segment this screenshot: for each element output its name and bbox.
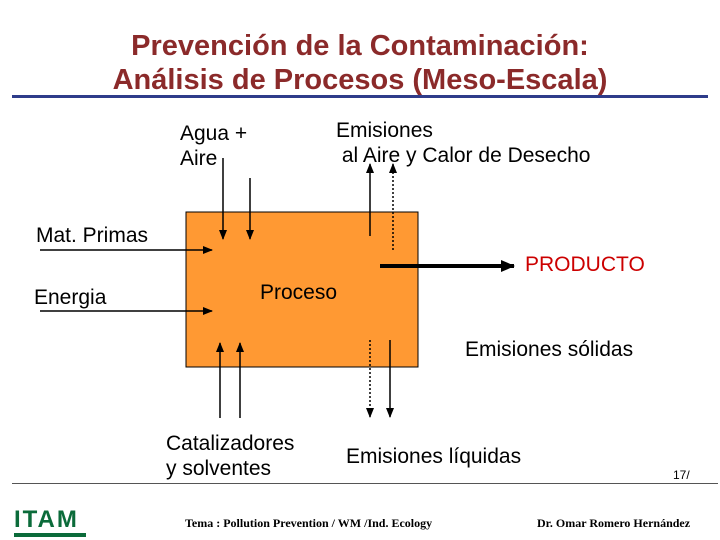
page-number: 17/	[673, 468, 690, 482]
slide-title-line2: Análisis de Procesos (Meso-Escala)	[112, 64, 608, 96]
itam-logo-tagline-bar	[14, 533, 86, 537]
air-emissions-label: Emisiones al Aire y Calor de Desecho	[336, 119, 591, 167]
itam-logo: ITAM	[14, 508, 92, 538]
liquid-emissions-label: Emisiones líquidas	[346, 445, 522, 468]
energy-label: Energia	[34, 286, 107, 309]
solid-emissions-label: Emisiones sólidas	[465, 338, 634, 361]
catalysts-label: Catalizadores y solventes	[166, 432, 295, 480]
itam-logo-letters: ITAM	[14, 506, 79, 533]
water-air-label: Agua + Aire	[180, 122, 248, 170]
footer-author: Dr. Omar Romero Hernández	[537, 516, 691, 530]
process-label: Proceso	[260, 281, 338, 304]
footer-topic: Tema : Pollution Prevention / WM /Ind. E…	[185, 516, 433, 530]
title-underline	[12, 95, 708, 98]
slide-title-line1: Prevención de la Contaminación:	[131, 30, 589, 62]
footer-divider	[12, 483, 718, 484]
product-label: PRODUCTO	[525, 253, 645, 276]
raw-materials-label: Mat. Primas	[36, 224, 149, 247]
